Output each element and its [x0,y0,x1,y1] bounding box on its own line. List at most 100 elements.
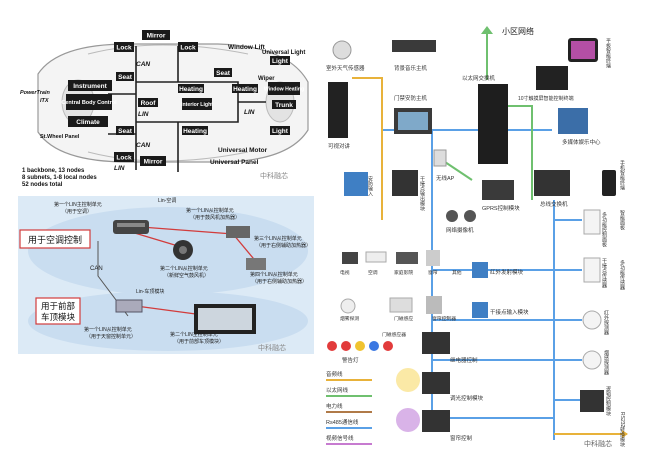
lin-can-label: CAN [90,266,103,272]
svg-text:Seat: Seat [216,70,231,77]
svg-text:Heating: Heating [233,86,257,93]
lin-unit-f-sub: （用于天窗控制单元） [86,333,136,340]
lin-unit-c: 第二个LIN从控制单元 [160,265,208,272]
svg-text:小区网络: 小区网络 [502,26,534,36]
lin-unit-e-sub: （用于前部车顶模块） [174,338,224,345]
pir-device: 红外探测器 [582,309,609,336]
network-wires [352,32,627,440]
lin-unit-e: 第二个LIN主控制单元 [170,331,218,338]
box-mirror-tl: Mirror [142,30,170,40]
svg-text:Lock: Lock [116,155,132,162]
footnote-1: 1 backbone, 13 nodes [22,168,85,174]
svg-text:Seat: Seat [118,128,133,135]
box-light-tr: Light [270,56,290,65]
camera-device: 网络摄像机 [446,210,476,234]
dry-input-device: 干接点输入模块 [472,302,529,318]
svg-text:总线交换机: 总线交换机 [540,200,568,208]
smart-home-diagram: 小区网络 室外天气传感器 背景音乐主机 可视对讲 门禁安防主机 以太网交换机 1… [322,20,644,450]
box-heating-1: Heating [178,84,204,93]
door-host-device: 门禁安防主机 [394,94,432,134]
svg-text:门禁安防主机: 门禁安防主机 [394,94,428,102]
tablet-label: 平板智能终端 [605,38,611,69]
curtain-ctrl-device: 窗帘控制 [396,408,473,442]
box-climate: Climate [68,116,108,127]
smart-panel-label: 智能面板 [619,209,625,231]
svg-text:以太网交换机: 以太网交换机 [462,74,496,82]
alarm-lights: 警告灯 [327,341,393,364]
box-lock-tl: Lock [114,42,134,52]
svg-text:Climate: Climate [76,119,100,126]
callout-ac-control: 用于空调控制 [19,229,91,249]
ethernet-switch-device: 以太网交换机 [462,74,508,164]
label-lin-1: LIN [138,111,149,118]
svg-text:干接点输入模块: 干接点输入模块 [490,308,529,316]
svg-text:Window Heating: Window Heating [264,87,304,93]
legend-ethernet: 以太网线 [326,386,349,394]
legend-rs485: Rs485通信线 [326,418,359,426]
svg-text:网络摄像机: 网络摄像机 [446,226,474,234]
bus-switch-device: 总线交换机 [534,170,570,208]
label-lin-2: LIN [244,109,255,116]
label-itx: ITX [40,98,49,104]
watermark-3: 中科融芯 [584,439,612,448]
box-trunk: Trunk [272,100,296,109]
media-center-device: 多媒体娱乐中心 [558,108,601,146]
svg-text:多媒体娱乐中心: 多媒体娱乐中心 [562,138,601,146]
svg-text:室外天气传感器: 室外天气传感器 [326,64,365,72]
watermark-2: 中科融芯 [258,343,286,352]
svg-text:车顶模块: 车顶模块 [41,312,76,322]
svg-text:GPRS控制模块: GPRS控制模块 [482,204,520,212]
svg-text:无线AP: 无线AP [436,174,455,182]
svg-text:红外发射模块: 红外发射模块 [490,268,524,276]
dimmer-device: 调光控制模块 [396,368,484,402]
appliance-ac: 空调 [368,269,378,276]
svg-text:Trunk: Trunk [275,102,293,109]
ir-module-device: 红外发射模块 [472,262,524,278]
dry-output-device: 干接点输出模块 [392,170,425,212]
svg-text:Seat: Seat [118,74,133,81]
footnote-3: 52 nodes total [22,182,63,188]
svg-text:Roof: Roof [141,100,157,107]
svg-text:Instrument: Instrument [73,83,107,90]
lin-unit-d-sub: （用于右侧辅助加热器） [252,278,307,285]
lin-mid-caption: Lin-车顶模块 [136,288,164,295]
ten-inch-panel-device: 10寸触摸屏智能控制终端 [518,66,574,102]
component-roof-master [115,299,143,313]
label-universal-motor: Universal Motor [218,147,268,154]
weather-sensor-device: 室外天气传感器 [326,40,365,72]
svg-text:红外探测器: 红外探测器 [603,309,609,336]
label-can-2: CAN [136,142,150,149]
callout-roof-module: 用于前部 车顶模块 [35,297,81,325]
watermark-1: 中科融芯 [260,171,288,180]
svg-text:干接点输出模块: 干接点输出模块 [419,176,425,212]
box-central: Central Body Control [61,94,117,110]
lin-unit-c-sub: （新鲜空气鼓风机） [164,272,209,279]
community-network-arrow: 小区网络 [481,26,534,36]
curtain-controller-label: 窗帘控制器 [432,315,456,322]
wire-legend: 音频线 以太网线 电力线 Rs485通信线 视频信号线 [326,370,372,445]
svg-text:干接点传感器: 干接点传感器 [601,258,607,289]
appliance-other: 其他 [452,269,462,276]
svg-text:可视对讲: 可视对讲 [328,142,351,150]
svg-text:继电器控制: 继电器控制 [450,356,478,364]
svg-text:Central Body Control: Central Body Control [61,100,117,106]
svg-text:Interior Light: Interior Light [181,102,213,108]
svg-text:用于空调控制: 用于空调控制 [28,234,82,245]
component-ac-master [113,220,149,234]
svg-text:警告灯: 警告灯 [342,356,359,364]
appliance-theater: 家庭影院 [394,269,413,276]
svg-text:背景音乐主机: 背景音乐主机 [394,64,428,72]
component-heater-b [246,258,266,270]
relay-device: 继电器控制 [422,332,478,364]
box-lock-tc: Lock [178,42,198,52]
security-input-device: 安防输入 [344,172,373,196]
footnote-2: 8 subnets, 1-8 local nodes [22,175,97,181]
svg-text:Light: Light [272,58,289,65]
svg-text:安防输入: 安防输入 [367,175,373,196]
box-light-br: Light [270,126,290,135]
svg-text:Light: Light [272,128,289,135]
gprs-module-device: GPRS控制模块 [482,180,520,212]
music-host-device: 背景音乐主机 [392,40,436,72]
component-sunroof [194,304,256,334]
car-network-diagram: Lock Mirror Lock Instrument Seat Central… [18,22,314,190]
